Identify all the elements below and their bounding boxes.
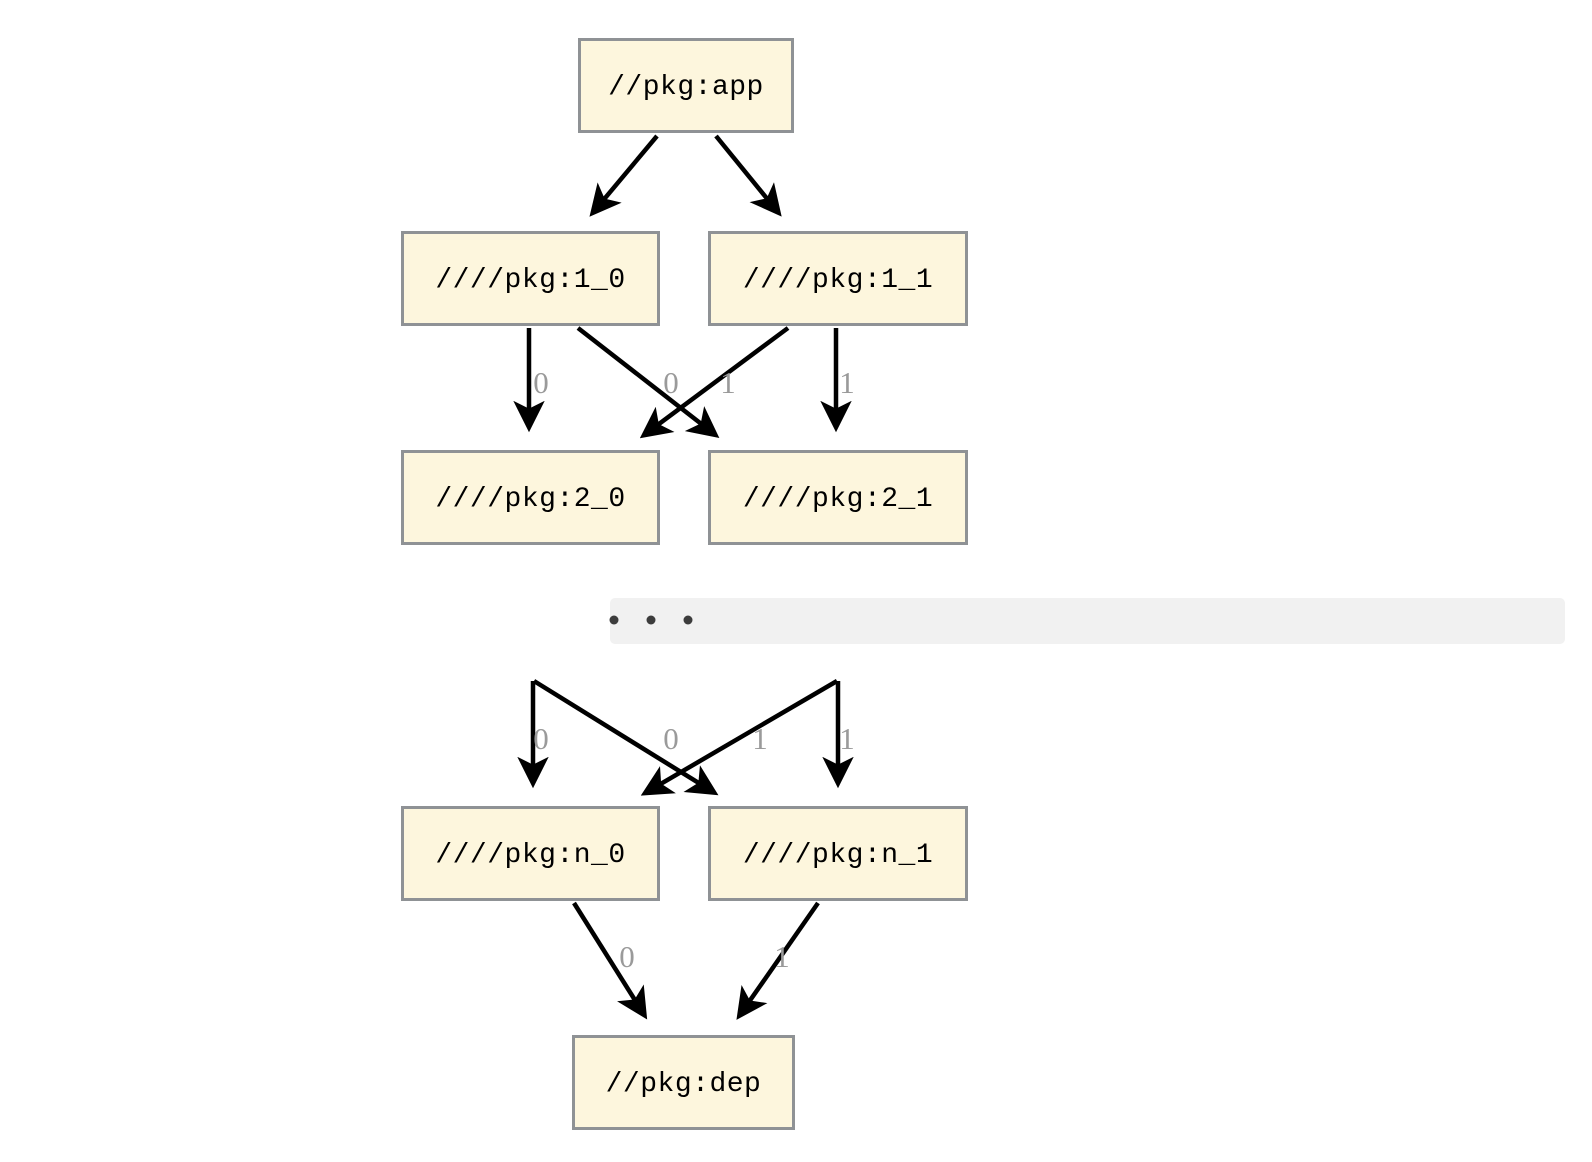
ellipsis-band — [610, 598, 1565, 644]
edge-1_0-to-2_0: 0 — [513, 328, 549, 433]
truncation-ellipsis — [609, 598, 1565, 644]
edge-line — [639, 326, 790, 439]
node-box[interactable] — [708, 450, 968, 545]
ellipsis-dot — [646, 615, 656, 625]
ellipsis-dot — [683, 615, 693, 625]
edge-line — [736, 901, 820, 1020]
edge-line — [714, 134, 782, 217]
node-n2_1[interactable]: ////pkg:2_1 — [708, 450, 968, 545]
node-dep[interactable]: //pkg:dep — [572, 1035, 795, 1130]
node-label: ////pkg:1_0 — [435, 265, 625, 296]
node-label: ////pkg:n_0 — [435, 840, 625, 871]
separator-layer — [609, 598, 1565, 644]
edge-label: 0 — [533, 365, 549, 400]
edge-prev-to-n_1: 0 — [532, 679, 719, 796]
node-n1_0[interactable]: ////pkg:1_0 — [401, 231, 660, 326]
edge-app-to-1_1 — [714, 134, 782, 217]
edge-line — [532, 679, 719, 796]
edge-1_1-to-2_0: 1 — [639, 326, 790, 439]
node-box[interactable] — [578, 38, 794, 133]
edge-line — [576, 326, 720, 438]
edge-label: 1 — [839, 721, 855, 756]
edge-1_0-to-2_1: 0 — [576, 326, 720, 438]
edge-line — [572, 901, 648, 1020]
node-box[interactable] — [401, 450, 660, 545]
edge-prev2-to-n_0: 1 — [640, 679, 839, 796]
node-n1_1[interactable]: ////pkg:1_1 — [708, 231, 968, 326]
edge-label: 1 — [752, 721, 768, 756]
edge-label: 1 — [839, 365, 855, 400]
edge-label: 1 — [774, 939, 790, 974]
node-nn_0[interactable]: ////pkg:n_0 — [401, 806, 660, 901]
node-box[interactable] — [572, 1035, 795, 1130]
node-label: //pkg:dep — [606, 1069, 762, 1100]
nodes-layer: //pkg:app ////pkg:1_0 ////pkg:1_1 ////pkg:2… — [401, 38, 968, 1130]
node-label: ////pkg:2_0 — [435, 484, 625, 515]
edge-label: 0 — [619, 939, 635, 974]
node-nn_1[interactable]: ////pkg:n_1 — [708, 806, 968, 901]
ellipsis-dot — [609, 615, 619, 625]
edge-prev2-to-n_1: 1 — [822, 681, 855, 789]
node-label: ////pkg:1_1 — [743, 265, 933, 296]
edge-n_0-to-dep: 0 — [572, 901, 648, 1020]
edge-n_1-to-dep: 1 — [736, 901, 820, 1020]
edge-1_1-to-2_1: 1 — [820, 328, 855, 433]
node-n2_0[interactable]: ////pkg:2_0 — [401, 450, 660, 545]
edge-label: 0 — [663, 721, 679, 756]
edge-label: 0 — [663, 365, 679, 400]
edge-app-to-1_0 — [589, 134, 659, 217]
edges-layer: 0 0 1 1 0 0 1 1 0 1 — [513, 134, 855, 1020]
edge-prev-to-n_0: 0 — [517, 681, 549, 789]
node-label: ////pkg:n_1 — [743, 840, 933, 871]
node-box[interactable] — [708, 806, 968, 901]
edge-label: 0 — [533, 721, 549, 756]
node-app[interactable]: //pkg:app — [578, 38, 794, 133]
edge-label: 1 — [720, 365, 736, 400]
edge-line — [640, 679, 839, 796]
node-label: //pkg:app — [608, 72, 764, 103]
node-box[interactable] — [401, 806, 660, 901]
node-box[interactable] — [708, 231, 968, 326]
node-label: ////pkg:2_1 — [743, 484, 933, 515]
node-box[interactable] — [401, 231, 660, 326]
edge-line — [589, 134, 659, 217]
